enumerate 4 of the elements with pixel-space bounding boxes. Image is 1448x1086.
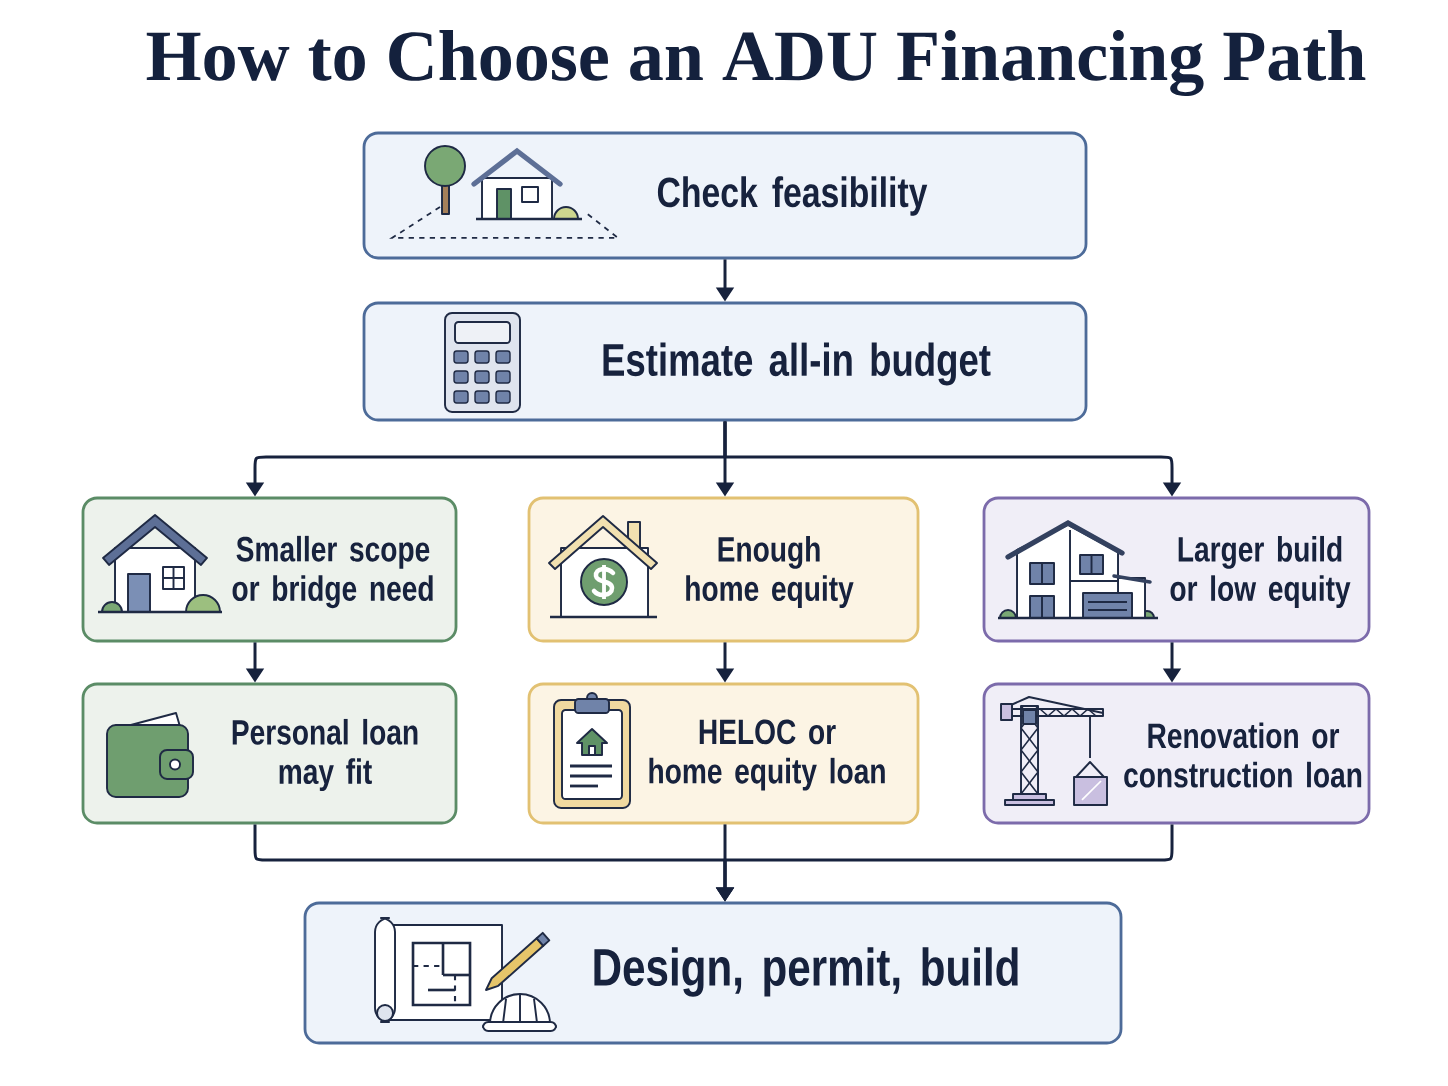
title: How to Choose an ADU Financing Path <box>146 30 1366 96</box>
step-box: Renovation or construction loan <box>982 682 1371 825</box>
step-box: Estimate all-in budget <box>362 301 1088 422</box>
step-box: Check feasibility <box>362 131 1088 260</box>
